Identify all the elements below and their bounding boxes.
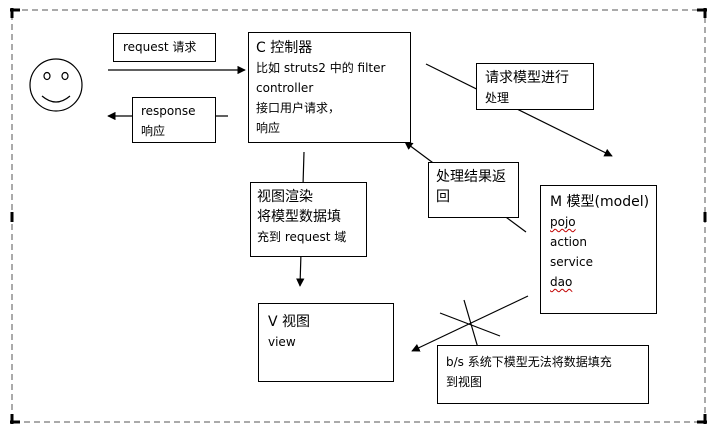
model-item-service: service — [550, 255, 593, 269]
result-return-line1: 处理结果返 — [436, 169, 506, 185]
controller-line-3: controller — [256, 81, 314, 95]
render-line2: 将模型数据填 — [257, 209, 341, 225]
user-smiley-icon — [29, 58, 83, 112]
view-title: V 视图 — [268, 314, 311, 330]
controller-to-model-arrow — [425, 63, 613, 157]
view-subtitle: view — [268, 335, 296, 349]
request-model-box: 请求模型进行 处理 — [476, 63, 594, 110]
note-line1: b/s 系统下模型无法将数据填充 — [446, 355, 612, 369]
view-box: V 视图 view — [258, 303, 394, 382]
controller-line-4: 接口用户请求， — [256, 101, 341, 115]
result-return-box: 处理结果返 回 — [428, 162, 519, 218]
model-item-action: action — [550, 235, 587, 249]
model-title: M 模型(model) — [550, 194, 650, 210]
response-label-box: response 响应 — [132, 97, 216, 143]
response-label-line2: 响应 — [141, 124, 166, 138]
request-label: request 请求 — [123, 40, 197, 54]
request-model-line1: 请求模型进行 — [485, 70, 569, 86]
controller-line-5: 响应 — [256, 121, 281, 135]
frame-corner-marks — [10, 8, 707, 424]
model-box: M 模型(model) pojo action service dao — [540, 185, 657, 314]
view-render-box: 视图渲染 将模型数据填 充到 request 域 — [250, 182, 367, 257]
model-item-dao: dao — [550, 275, 573, 289]
request-label-box: request 请求 — [113, 33, 216, 62]
controller-line-2: 比如 struts2 中的 filter — [256, 61, 386, 75]
model-item-pojo: pojo — [550, 215, 576, 229]
controller-box: C 控制器 比如 struts2 中的 filter controller 接口… — [248, 32, 411, 143]
render-line3: 充到 request 域 — [257, 230, 347, 244]
request-model-line2: 处理 — [485, 91, 510, 105]
note-box: b/s 系统下模型无法将数据填充 到视图 — [437, 345, 649, 404]
note-line2: 到视图 — [446, 375, 483, 389]
model-to-view-arrow — [411, 295, 529, 352]
cross-mark-icon — [439, 299, 501, 349]
controller-title: C 控制器 — [256, 40, 313, 56]
render-line1: 视图渲染 — [257, 189, 313, 205]
result-return-line2: 回 — [436, 189, 450, 205]
response-label-line1: response — [141, 104, 196, 118]
